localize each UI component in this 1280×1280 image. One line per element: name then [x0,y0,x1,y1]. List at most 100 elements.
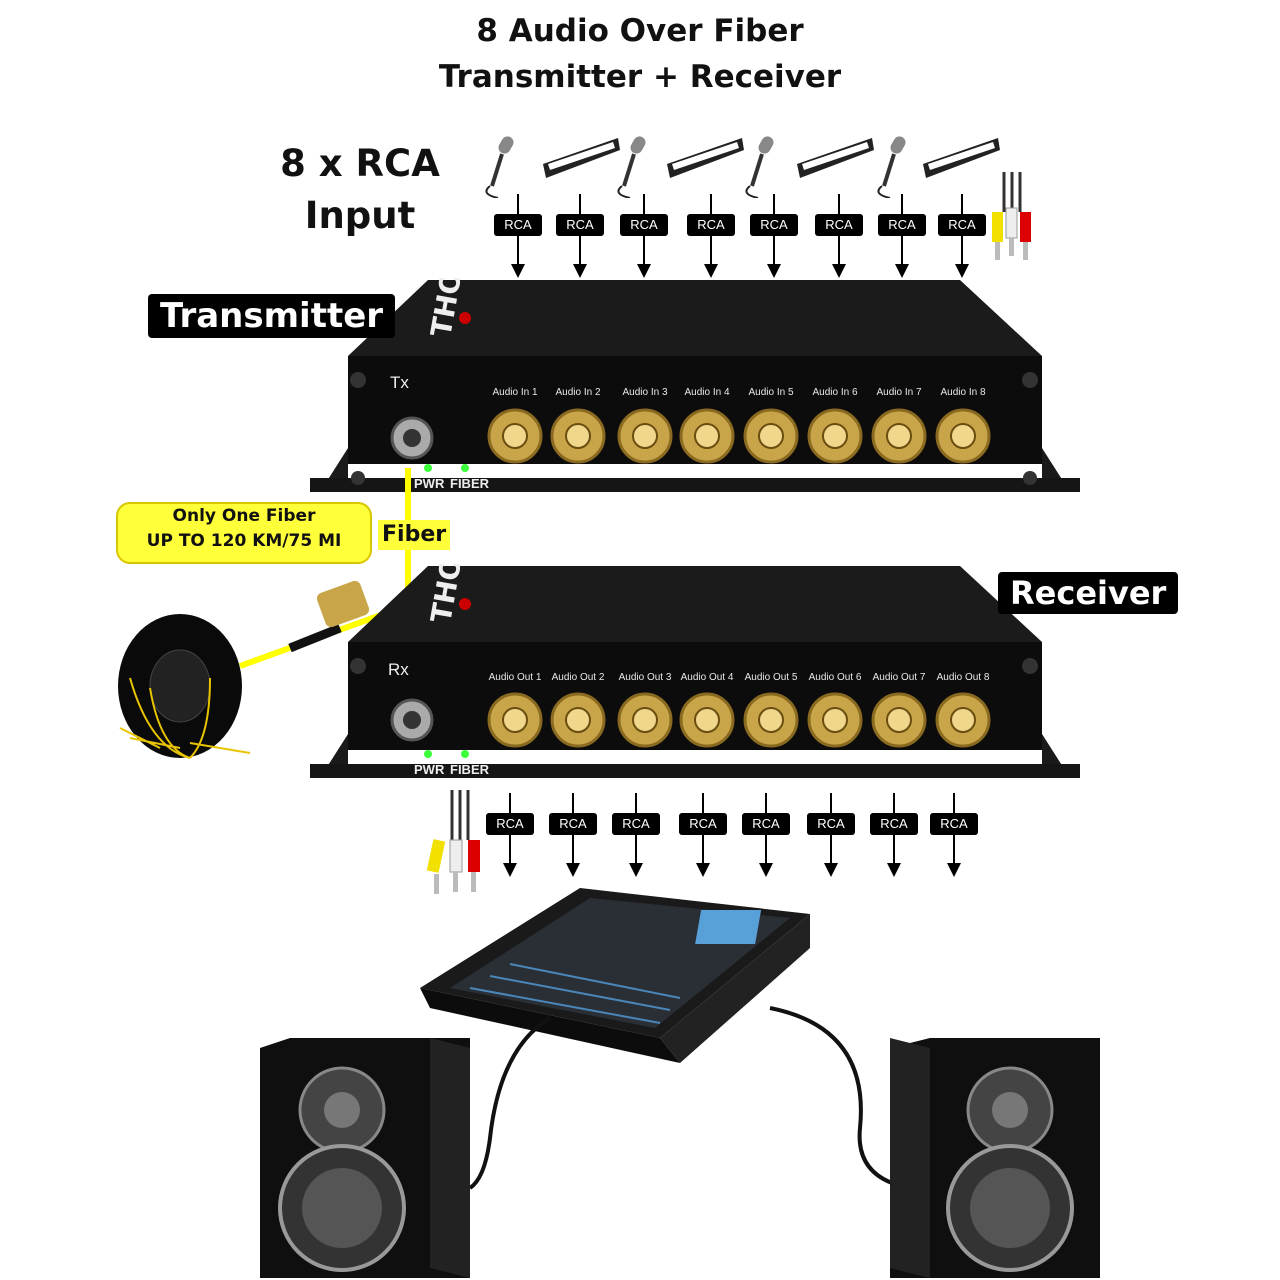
output-arrow-stem [509,835,511,863]
fiber-led [461,750,469,758]
output-arrow-stem [572,835,574,863]
output-rca-tag: RCA [486,813,534,835]
microphone-icon [745,136,774,198]
rca-jack-center [632,423,658,449]
audio-in-label: Audio In 8 [940,387,986,398]
input-rca-tag: RCA [750,214,798,236]
pwr-led [424,750,432,758]
output-arrow-stem [953,793,955,813]
input-title-line1: 8 x RCA [280,142,440,185]
microphone-icon [485,136,514,198]
mixing-console-icon [420,888,810,1063]
output-arrow-stem [953,835,955,863]
audio-out-label: Audio Out 3 [618,672,672,683]
output-arrow-stem [509,793,511,813]
input-arrow-stem [517,194,519,214]
input-arrow-stem [579,194,581,214]
rca-jack-center [822,707,848,733]
output-arrow-stem [830,835,832,863]
input-arrowhead [767,264,781,278]
rx-pwr-label: PWR [414,762,445,777]
output-arrowhead [503,863,517,877]
output-arrow-stem [893,835,895,863]
input-rca-tag: RCA [878,214,926,236]
rca-jack-center [565,423,591,449]
rca-jack-center [632,707,658,733]
input-arrow-stem [643,236,645,264]
output-arrow-stem [572,793,574,813]
keyboard-icon [923,138,1000,178]
output-arrow-stem [893,793,895,813]
input-arrow-stem [579,236,581,264]
input-rca-tag: RCA [938,214,986,236]
audio-out-label: Audio Out 7 [872,672,926,683]
audio-in-label: Audio In 4 [684,387,730,398]
receiver-tag: Receiver [998,572,1179,614]
input-sources [485,136,1000,198]
audio-out-label: Audio Out 6 [808,672,862,683]
output-arrowhead [696,863,710,877]
output-arrowhead [629,863,643,877]
rca-jack-center [950,707,976,733]
audio-out-label: Audio Out 2 [551,672,605,683]
audio-in-label: Audio In 5 [748,387,794,398]
fiber-connector-icon [390,698,434,742]
output-arrow-stem [765,793,767,813]
keyboard-icon [543,138,620,178]
input-rca-tag: RCA [494,214,542,236]
callout-line1: Only One Fiber [172,506,316,526]
rca-jack-center [502,423,528,449]
left-speaker-icon [260,1038,470,1278]
output-arrowhead [887,863,901,877]
diagram-title-line1: 8 Audio Over Fiber [476,13,804,49]
input-arrow-stem [901,194,903,214]
transmitter-tag: Transmitter [148,294,396,338]
output-arrow-stem [702,835,704,863]
rca-jack-center [502,707,528,733]
output-rca-tag: RCA [870,813,918,835]
tx-pwr-label: PWR [414,476,445,491]
fiber-distance-callout: Only One Fiber UP TO 120 KM/75 MI [116,502,372,564]
rca-jack-center [565,707,591,733]
input-arrowhead [895,264,909,278]
rca-jack-center [694,423,720,449]
output-arrow-stem [765,835,767,863]
output-arrowhead [566,863,580,877]
audio-out-label: Audio Out 8 [936,672,990,683]
input-arrow-stem [838,236,840,264]
rca-cable-icon [992,172,1031,260]
transmitter-device: THOR [310,278,1080,492]
output-rca-tag: RCA [612,813,660,835]
audio-out-label: Audio Out 5 [744,672,798,683]
diagram-title: 8 Audio Over Fiber Transmitter + Receive… [0,8,1280,100]
input-arrowhead [511,264,525,278]
audio-in-label: Audio In 2 [555,387,601,398]
input-arrowhead [704,264,718,278]
output-arrow-stem [702,793,704,813]
diagram-title-line2: Transmitter + Receiver [438,59,842,95]
fiber-connector-icon [390,416,434,460]
fiber-label: Fiber [378,520,451,550]
fiber-led [461,464,469,472]
input-title-line2: Input [304,194,416,237]
rca-jack-center [694,707,720,733]
input-arrow-stem [710,194,712,214]
input-arrowhead [637,264,651,278]
output-arrowhead [824,863,838,877]
audio-in-label: Audio In 7 [876,387,922,398]
tx-fiber-label: FIBER [450,476,489,491]
rca-jack-center [758,707,784,733]
audio-in-label: Audio In 3 [622,387,668,398]
input-rca-tag: RCA [556,214,604,236]
input-arrow-stem [961,194,963,214]
input-title: 8 x RCA Input [270,138,450,242]
output-arrowhead [759,863,773,877]
input-arrow-stem [773,236,775,264]
keyboard-icon [667,138,744,178]
output-rca-tag: RCA [549,813,597,835]
microphone-icon [617,136,646,198]
input-arrowhead [573,264,587,278]
rca-jack-center [886,707,912,733]
input-arrow-stem [517,236,519,264]
audio-out-label: Audio Out 4 [680,672,734,683]
